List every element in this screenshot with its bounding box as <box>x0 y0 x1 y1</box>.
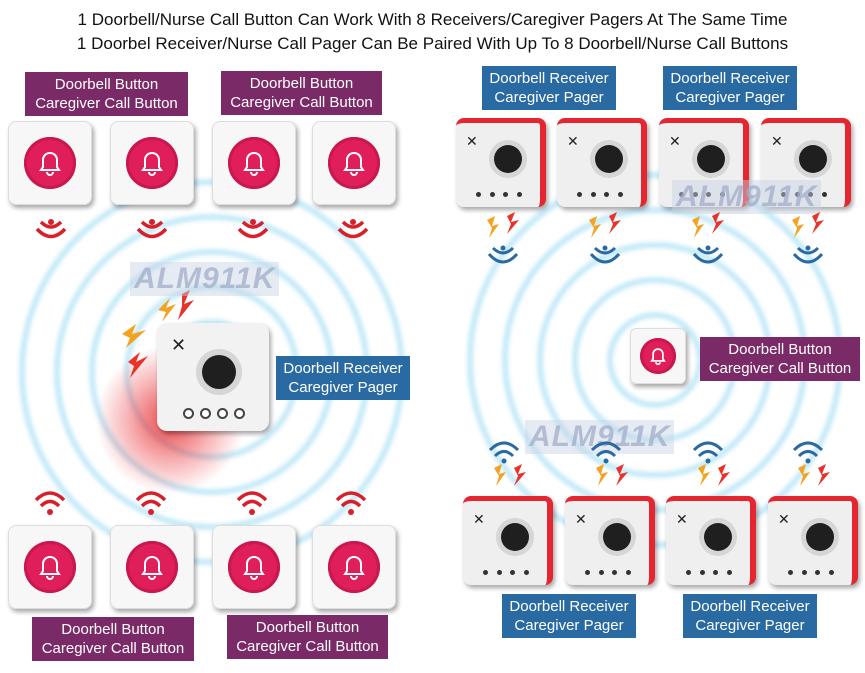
speaker-icon <box>501 523 529 551</box>
x-icon: ✕ <box>771 133 783 149</box>
call-button[interactable] <box>212 525 296 609</box>
call-button[interactable] <box>8 525 92 609</box>
wifi-signal-icon <box>692 441 730 486</box>
x-icon: ✕ <box>567 133 579 149</box>
indicator-dots <box>476 192 522 197</box>
receiver-pager[interactable]: ✕ <box>463 496 553 585</box>
x-icon: ✕ <box>466 133 478 149</box>
call-button[interactable] <box>110 121 194 205</box>
wifi-signal-icon <box>236 491 268 515</box>
receiver-pager[interactable]: ✕ <box>666 496 756 585</box>
bell-icon <box>141 555 163 580</box>
receiver-pager[interactable]: ✕ <box>157 323 269 431</box>
receiver-pager[interactable]: ✕ <box>565 496 655 585</box>
bell-icon <box>243 555 265 580</box>
receiver-pager[interactable]: ✕ <box>761 118 851 207</box>
call-button[interactable] <box>212 121 296 205</box>
bell-icon <box>141 151 163 176</box>
speaker-icon <box>799 145 827 173</box>
indicator-dots <box>483 570 529 575</box>
receiver-pager[interactable]: ✕ <box>456 118 546 207</box>
receiver-pager[interactable]: ✕ <box>659 118 749 207</box>
headline-line-2: 1 Doorbel Receiver/Nurse Call Pager Can … <box>76 34 789 53</box>
headline-line-1: 1 Doorbell/Nurse Call Button Can Work Wi… <box>77 10 788 29</box>
wifi-signal-icon <box>335 491 367 515</box>
lightning-bolt-icon <box>692 212 724 264</box>
x-icon: ✕ <box>171 335 187 355</box>
speaker-icon <box>704 523 732 551</box>
speaker-icon <box>603 523 631 551</box>
signal-waves-icon <box>136 219 168 239</box>
bell-icon <box>39 151 61 176</box>
call-button[interactable] <box>8 121 92 205</box>
watermark: ALM911K <box>672 180 822 214</box>
indicator-dots <box>679 192 725 197</box>
indicator-dots <box>781 192 827 197</box>
speaker-icon <box>494 145 522 173</box>
speaker-icon <box>806 523 834 551</box>
indicator-dots <box>577 192 623 197</box>
x-icon: ✕ <box>669 133 681 149</box>
watermark: ALM911K <box>130 262 280 296</box>
wifi-signal-icon <box>488 441 526 486</box>
speaker-icon <box>202 355 236 389</box>
wifi-signal-icon <box>792 441 830 486</box>
call-button[interactable] <box>312 121 396 205</box>
speaker-icon <box>697 145 725 173</box>
lightning-bolt-icon <box>589 212 621 264</box>
bell-icon <box>343 555 365 580</box>
wifi-signal-icon <box>135 491 167 515</box>
signal-waves-icon <box>337 219 369 239</box>
indicator-dots <box>585 570 631 575</box>
receiver-pager[interactable]: ✕ <box>768 496 858 585</box>
speaker-icon <box>595 145 623 173</box>
bell-icon <box>650 348 666 366</box>
lightning-bolt-icon <box>487 212 519 264</box>
receiver-pager[interactable]: ✕ <box>557 118 647 207</box>
indicator-dots <box>686 570 732 575</box>
wifi-signal-icon <box>590 441 628 486</box>
call-button[interactable] <box>312 525 396 609</box>
watermark: ALM911K <box>525 420 675 454</box>
wifi-signal-icon <box>34 491 66 515</box>
bell-icon <box>243 151 265 176</box>
x-icon: ✕ <box>575 511 587 527</box>
indicator-dots <box>185 410 243 417</box>
bell-icon <box>343 151 365 176</box>
indicator-dots <box>788 570 834 575</box>
signal-waves-icon <box>237 219 269 239</box>
call-button[interactable] <box>110 525 194 609</box>
lightning-bolt-icon <box>792 212 824 264</box>
signal-waves-icon <box>35 219 67 239</box>
call-button[interactable] <box>630 328 686 384</box>
lightning-bolt-icon <box>122 290 194 378</box>
x-icon: ✕ <box>473 511 485 527</box>
bell-icon <box>39 555 61 580</box>
x-icon: ✕ <box>676 511 688 527</box>
x-icon: ✕ <box>778 511 790 527</box>
